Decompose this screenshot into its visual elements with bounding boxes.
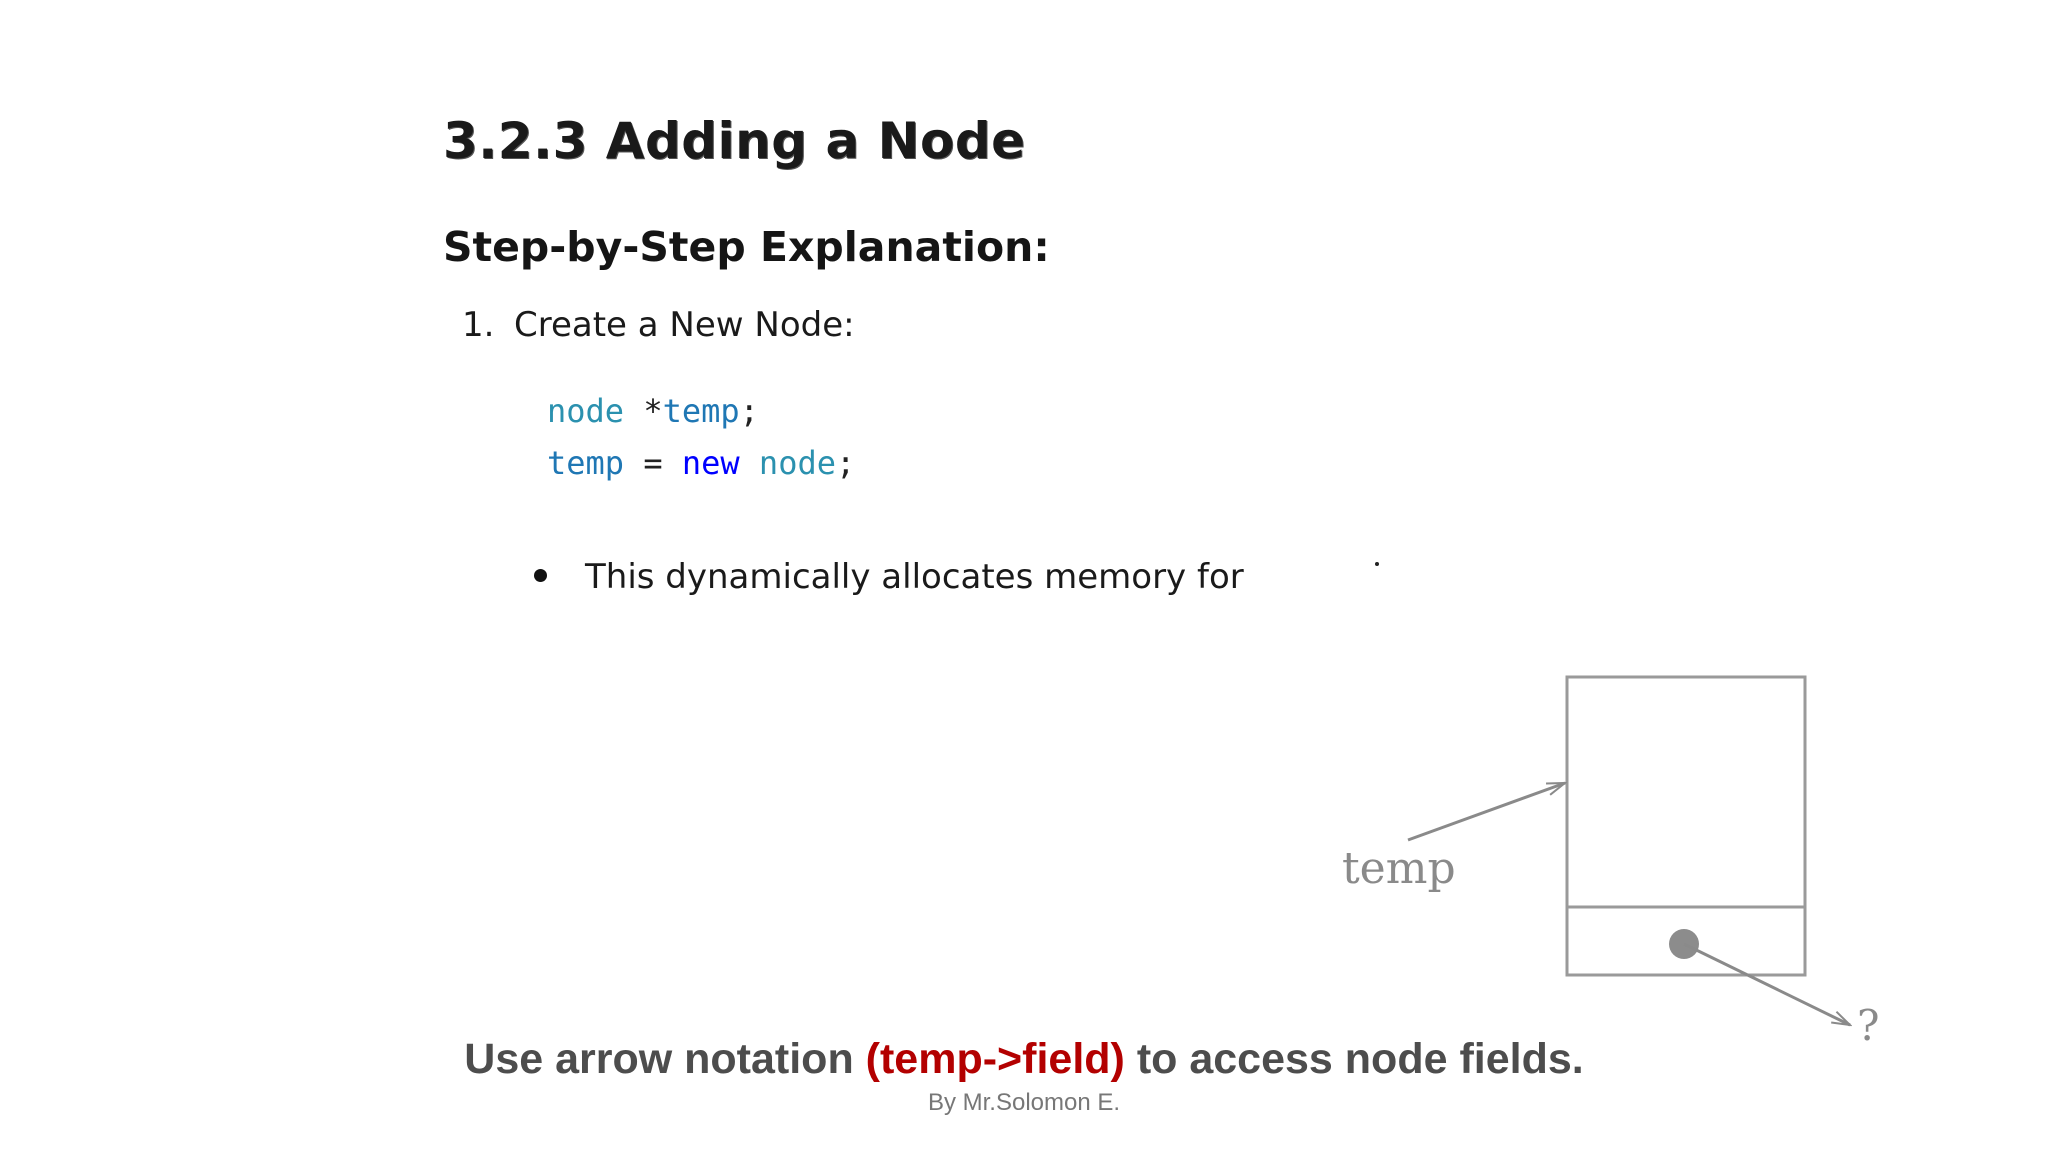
code-type-token: node <box>547 392 625 430</box>
step-item: 1. Create a New Node: <box>462 305 855 345</box>
temp-label: temp <box>1342 843 1456 894</box>
code-var-token: temp <box>662 392 740 430</box>
bullet-dot-icon <box>534 569 547 582</box>
code-var-token: temp <box>547 444 625 482</box>
summary-prefix: Use arrow notation <box>464 1035 866 1083</box>
code-keyword-token: new <box>681 444 740 482</box>
step-label: Create a New Node: <box>514 305 855 345</box>
subsection-title: Step-by-Step Explanation: <box>443 223 1050 271</box>
footer-credit: By Mr.Solomon E. <box>927 1089 1121 1116</box>
summary-accent: (temp->field) <box>865 1035 1125 1083</box>
stray-dot <box>1375 562 1379 566</box>
step-number: 1. <box>462 305 495 345</box>
summary-line: Use arrow notation (temp->field) to acce… <box>0 1035 2048 1084</box>
code-line: node *temp; <box>547 392 759 430</box>
code-semicolon: ; <box>739 392 759 430</box>
next-pointer-arrow <box>1683 942 1850 1025</box>
code-pointer-token: * <box>643 392 663 430</box>
node-box <box>1565 675 1807 977</box>
unknown-target-label: ? <box>1857 1001 1880 1050</box>
summary-suffix: to access node fields. <box>1124 1035 1584 1083</box>
code-type-token: node <box>758 444 836 482</box>
section-title: 3.2.3 Adding a Node <box>443 112 1026 170</box>
bullet-item: This dynamically allocates memory for <box>534 557 1244 597</box>
code-assign-token: = <box>624 444 682 482</box>
temp-pointer-arrow <box>1407 781 1565 842</box>
code-semicolon: ; <box>835 444 856 482</box>
bullet-text: This dynamically allocates memory for <box>585 557 1244 597</box>
code-line: temp = new node; <box>547 444 855 482</box>
